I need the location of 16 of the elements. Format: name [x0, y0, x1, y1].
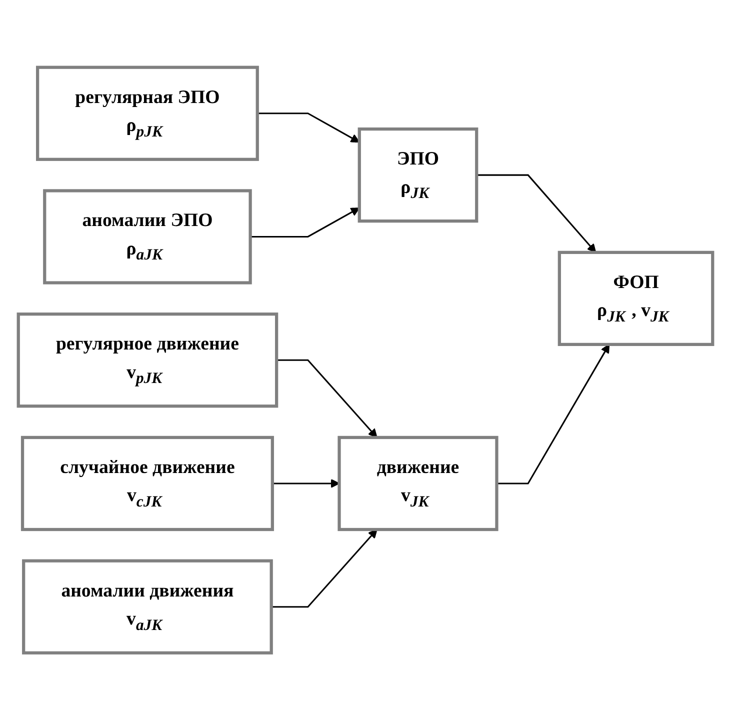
flowchart-drawing: регулярная ЭПО ρ$_{рJK}$ аномалии ЭПО ρ$_{аJK}$ регулярное движение v$_{рJK}$ случайное движение v$_{сJK}$ аномалии движения v$_{аJK}$ ЭПО ρ$_{JK}$ движение v$_{JK}$ ФОП ρ$_{JK}$, v$_{JK}$ — [10, 58, 721, 662]
node-box — [22, 559, 273, 654]
arrow — [476, 174, 596, 253]
arrow — [496, 344, 610, 484]
node-box — [338, 436, 498, 531]
arrow — [250, 207, 360, 238]
node-box — [358, 127, 478, 223]
node-box — [16, 312, 278, 408]
arrow — [257, 112, 360, 142]
arrow — [272, 478, 340, 488]
arrow — [271, 528, 378, 608]
arrow — [276, 359, 378, 438]
node-box — [558, 250, 714, 346]
node-box — [20, 436, 274, 531]
node-box — [36, 66, 259, 161]
node-box — [43, 189, 252, 284]
